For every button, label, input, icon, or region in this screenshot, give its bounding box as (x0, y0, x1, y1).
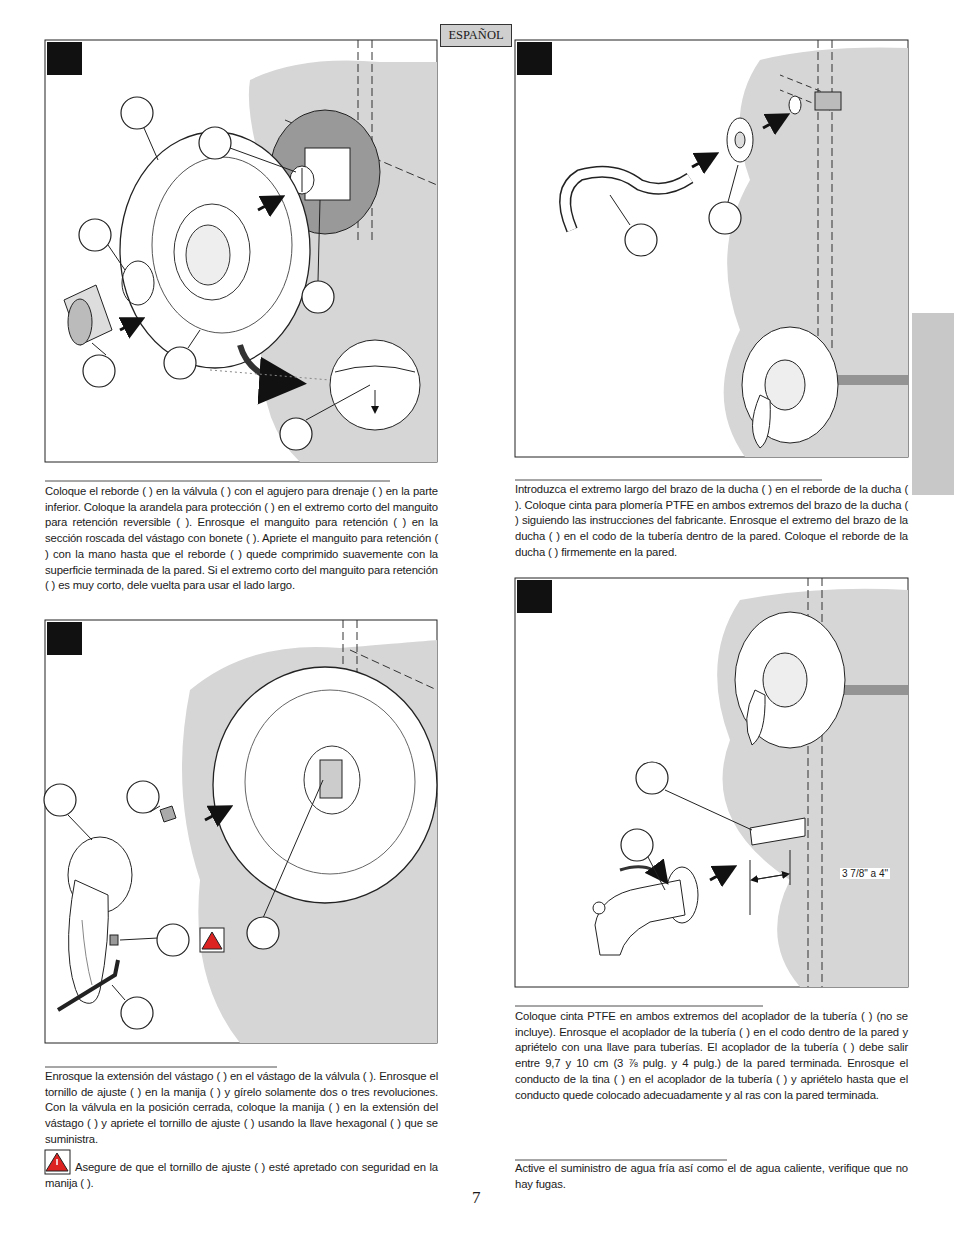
instruction-text: Coloque el reborde ( ) en la válvula ( )… (45, 484, 438, 594)
panel-step-2 (44, 620, 437, 1043)
section-tab (912, 313, 954, 495)
page-number: 7 (472, 1188, 481, 1208)
instruction-text: Enrosque la extensión del vástago ( ) en… (45, 1069, 438, 1148)
warning-text: Asegure de que el tornillo de ajuste ( )… (45, 1160, 438, 1191)
panel-step-4 (515, 578, 908, 987)
instruction-text: Active el suministro de agua fría así co… (515, 1161, 908, 1192)
dimension-label: 3 7/8" a 4" (840, 868, 890, 879)
instruction-text: Introduzca el extremo largo del brazo de… (515, 482, 908, 561)
language-tab: ESPAÑOL (440, 24, 512, 47)
instruction-text: Coloque cinta PTFE en ambos extremos del… (515, 1009, 908, 1103)
panel-step-1 (45, 40, 437, 462)
tab-label: ESPAÑOL (445, 28, 507, 43)
panel-step-3 (515, 40, 908, 457)
